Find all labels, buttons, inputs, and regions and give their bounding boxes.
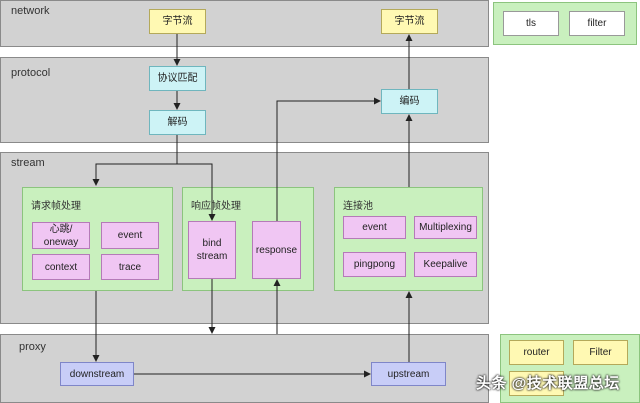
proxy-layer-label: proxy (19, 341, 46, 353)
request-event-box: event (101, 222, 159, 249)
tls-box: tls (503, 11, 559, 36)
protocol-match-box: 协议匹配 (149, 66, 206, 91)
heartbeat-box: 心跳/ oneway (32, 222, 90, 249)
arrow-decode-to-response (177, 163, 216, 221)
encode-box: 编码 (381, 89, 438, 114)
trace-box: trace (101, 254, 159, 280)
keepalive-box: Keepalive (414, 252, 477, 277)
watermark-text: 头条 @技术联盟总坛 (476, 375, 620, 392)
decode-box: 解码 (149, 110, 206, 135)
context-box: context (32, 254, 90, 280)
router-box: router (509, 340, 564, 365)
multiplexing-box: Multiplexing (414, 216, 477, 239)
connection-pool-title: 连接池 (343, 201, 373, 212)
response-frame-title: 响应帧处理 (191, 201, 241, 212)
protocol-layer-label: protocol (11, 67, 51, 79)
stream-layer-label: stream (11, 157, 45, 169)
filter-box: filter (569, 11, 625, 36)
upstream-box: upstream (371, 362, 446, 386)
bytes-out-box: 字节流 (381, 9, 438, 34)
pool-event-box: event (343, 216, 406, 239)
request-frame-title: 请求帧处理 (31, 201, 81, 212)
response-box: response (252, 221, 301, 279)
arrow-decode-to-request (92, 135, 178, 186)
pingpong-box: pingpong (343, 252, 406, 277)
network-layer-label: network (11, 5, 50, 17)
arrow-response-to-encode (276, 97, 381, 221)
filter-box-bottom: Filter (573, 340, 628, 365)
bytes-in-box: 字节流 (149, 9, 206, 34)
extra-box-bottom (509, 371, 564, 396)
bind-stream-box: bind stream (188, 221, 236, 279)
downstream-box: downstream (60, 362, 134, 386)
